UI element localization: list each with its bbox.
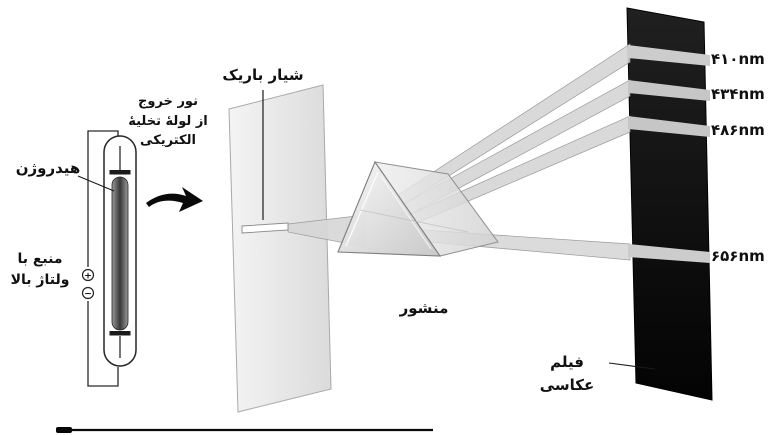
wavelength-label-486: ۴۸۶nm — [711, 121, 765, 139]
circuit-wire-bottom — [87, 301, 119, 387]
prism — [337, 160, 499, 257]
film-leader-line — [608, 362, 656, 370]
voltage-source-label: منبع با ولتاژ بالا — [2, 249, 78, 291]
exit-light-label-line1: نور خروج — [138, 94, 198, 109]
prism-label: منشور — [399, 299, 449, 317]
photographic-film — [626, 7, 713, 401]
slit-label: شیار باریک — [222, 66, 304, 84]
electrode-top — [109, 170, 131, 175]
voltage-source-label-line2: ولتاژ بالا — [10, 272, 70, 288]
exit-light-arrow-icon — [146, 187, 203, 212]
circuit-wire-top — [87, 130, 119, 267]
slit-screen-plate — [228, 84, 332, 413]
hydrogen-leader-line — [77, 175, 115, 192]
glowing-discharge-column — [111, 176, 129, 331]
positive-terminal-sign: + — [84, 272, 92, 282]
exit-light-label: نور خروج از لولهٔ تخلیهٔ الکتریکی — [116, 92, 220, 151]
electrode-bottom — [109, 331, 131, 336]
film-line-656nm — [628, 244, 710, 263]
exit-light-label-line2: از لولهٔ تخلیهٔ — [128, 113, 208, 129]
positive-terminal-icon — [81, 268, 95, 282]
wavelength-label-410: ۴۱۰nm — [711, 50, 765, 68]
discharge-tube: + − — [81, 130, 137, 387]
exit-light-label-line3: الکتریکی — [140, 133, 196, 148]
hydrogen-label: هیدروژن — [15, 159, 81, 177]
slit-opening — [241, 222, 289, 234]
film-line-410nm — [628, 45, 710, 66]
film-label: فیلم عکاسی — [539, 353, 595, 394]
negative-terminal-icon — [81, 286, 95, 300]
prism-internal-ray — [359, 209, 469, 233]
film-line-486nm — [628, 116, 710, 137]
voltage-source-label-line1: منبع با — [17, 251, 63, 267]
prism-front-face — [337, 160, 442, 257]
prism-highlight-right — [380, 175, 432, 250]
prism-highlight-left — [345, 171, 379, 247]
wavelength-label-434: ۴۳۴nm — [711, 85, 765, 103]
film-line-434nm — [628, 80, 710, 101]
wavelength-label-656: ۶۵۶nm — [711, 247, 765, 265]
negative-terminal-sign: − — [84, 290, 92, 300]
